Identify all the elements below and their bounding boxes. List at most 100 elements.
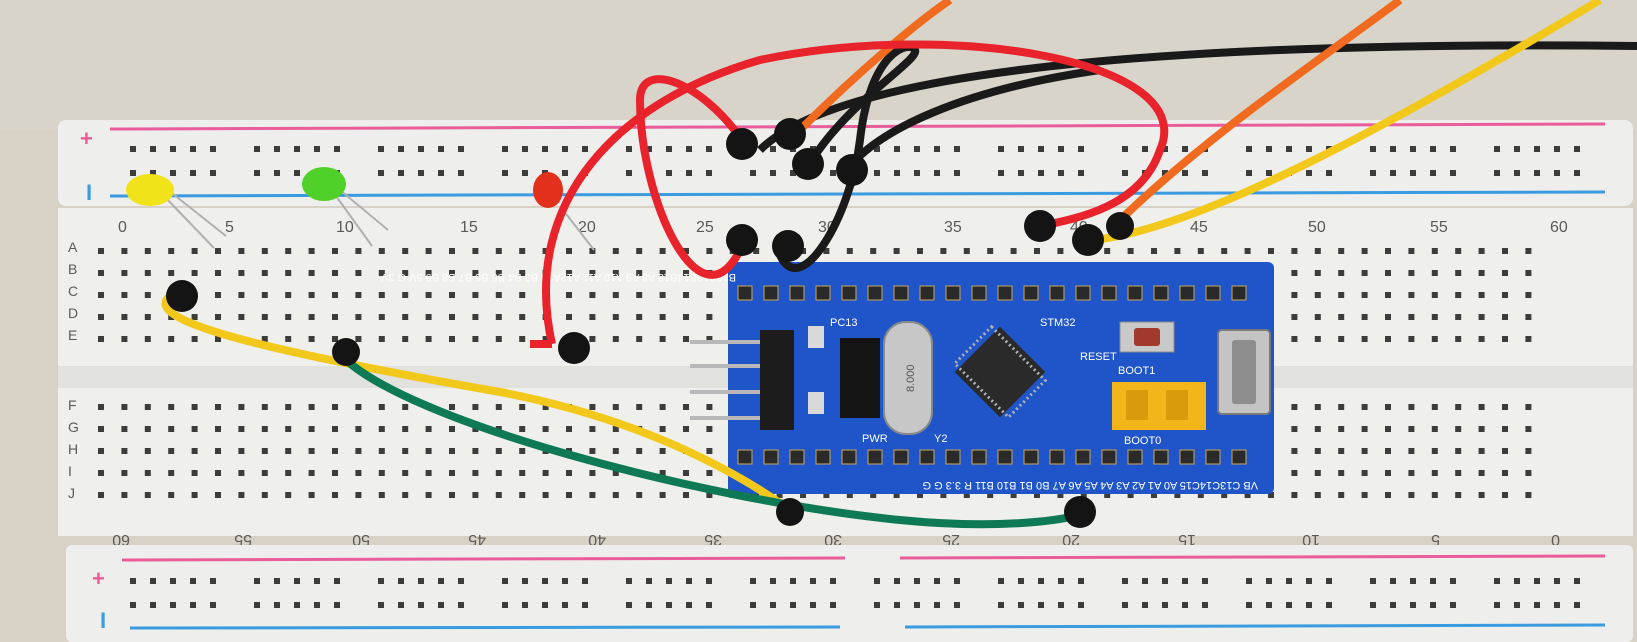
terminal-hole bbox=[355, 470, 362, 476]
terminal-hole bbox=[98, 426, 104, 432]
terminal-hole bbox=[144, 404, 151, 410]
terminal-hole bbox=[472, 336, 479, 342]
rail-hole bbox=[210, 602, 216, 608]
board-header-top bbox=[737, 285, 1247, 301]
terminal-hole bbox=[1314, 492, 1321, 498]
col-num-top-45: 45 bbox=[1190, 219, 1208, 236]
terminal-hole bbox=[285, 248, 292, 254]
header-pin bbox=[1075, 449, 1091, 465]
rail-hole bbox=[150, 578, 156, 584]
terminal-hole bbox=[1478, 426, 1485, 432]
col-num-bottom-40: 40 bbox=[588, 531, 606, 548]
rail-hole bbox=[686, 170, 692, 176]
rail-hole bbox=[314, 146, 320, 152]
rail-hole bbox=[1514, 602, 1520, 608]
terminal-hole bbox=[612, 336, 619, 342]
terminal-hole bbox=[308, 404, 315, 410]
terminal-hole bbox=[1314, 336, 1321, 342]
terminal-hole bbox=[1478, 448, 1485, 454]
terminal-hole bbox=[1291, 336, 1298, 342]
rail-hole bbox=[294, 170, 300, 176]
terminal-hole bbox=[1525, 470, 1532, 476]
col-num-top-5: 5 bbox=[225, 219, 234, 236]
rail-hole bbox=[502, 602, 508, 608]
rail-hole bbox=[582, 602, 588, 608]
terminal-hole bbox=[987, 492, 994, 498]
rail-hole bbox=[934, 578, 940, 584]
terminal-hole bbox=[121, 270, 128, 276]
terminal-hole bbox=[191, 426, 198, 432]
rail-hole bbox=[150, 170, 156, 176]
rail-hole bbox=[1430, 578, 1436, 584]
rail-hole bbox=[646, 146, 652, 152]
terminal-hole bbox=[1455, 270, 1462, 276]
terminal-hole bbox=[1268, 248, 1274, 254]
terminal-hole bbox=[495, 270, 502, 276]
terminal-hole bbox=[870, 248, 877, 254]
rail-hole bbox=[398, 602, 404, 608]
terminal-hole bbox=[378, 426, 385, 432]
terminal-hole bbox=[402, 314, 409, 320]
terminal-hole bbox=[1338, 426, 1345, 432]
rail-hole bbox=[1266, 602, 1272, 608]
label-boot0: BOOT0 bbox=[1124, 435, 1161, 447]
rail-hole bbox=[830, 146, 836, 152]
rail-hole bbox=[1514, 146, 1520, 152]
rail-hole bbox=[1534, 578, 1540, 584]
terminal-hole bbox=[144, 336, 151, 342]
terminal-hole bbox=[1127, 248, 1134, 254]
terminal-hole bbox=[893, 248, 900, 254]
plug-11 bbox=[332, 338, 360, 366]
terminal-hole bbox=[121, 404, 128, 410]
terminal-hole bbox=[378, 270, 385, 276]
terminal-hole bbox=[519, 248, 526, 254]
bottom-rail-holes bbox=[130, 578, 1580, 608]
terminal-hole bbox=[215, 448, 221, 454]
plug-6 bbox=[772, 230, 804, 262]
rail-hole bbox=[894, 170, 900, 176]
terminal-hole bbox=[402, 336, 409, 342]
header-pin bbox=[893, 285, 909, 301]
rail-hole bbox=[1306, 578, 1312, 584]
terminal-hole bbox=[1221, 492, 1228, 498]
terminal-hole bbox=[144, 314, 151, 320]
rail-hole bbox=[274, 578, 280, 584]
boot-jumper-1[interactable] bbox=[1126, 390, 1148, 420]
rail-hole bbox=[130, 170, 136, 176]
plug-4 bbox=[836, 154, 868, 186]
rail-hole bbox=[522, 578, 528, 584]
terminal-hole bbox=[1151, 492, 1157, 498]
rail-hole bbox=[1554, 602, 1560, 608]
terminal-hole bbox=[1314, 270, 1321, 276]
rail-hole bbox=[210, 146, 216, 152]
rail-hole bbox=[438, 602, 444, 608]
rail-hole bbox=[1534, 146, 1540, 152]
terminal-hole bbox=[566, 270, 572, 276]
col-num-top-60: 60 bbox=[1550, 219, 1568, 236]
header-pin bbox=[1101, 449, 1117, 465]
terminal-hole bbox=[191, 270, 198, 276]
rail-hole bbox=[274, 170, 280, 176]
terminal-hole bbox=[1502, 336, 1508, 342]
terminal-hole bbox=[402, 270, 409, 276]
rail-hole bbox=[1494, 146, 1500, 152]
header-pin bbox=[919, 449, 935, 465]
terminal-hole bbox=[449, 448, 455, 454]
terminal-hole bbox=[191, 492, 198, 498]
rail-hole bbox=[790, 578, 796, 584]
header-pin bbox=[1179, 449, 1195, 465]
terminal-hole bbox=[1525, 270, 1532, 276]
reset-button[interactable] bbox=[1134, 328, 1160, 346]
terminal-hole bbox=[1455, 248, 1462, 254]
terminal-hole bbox=[1127, 492, 1134, 498]
boot-jumper-0[interactable] bbox=[1166, 390, 1188, 420]
header-pin bbox=[1231, 285, 1247, 301]
terminal-hole bbox=[1268, 492, 1274, 498]
rail-hole bbox=[150, 602, 156, 608]
rail-hole bbox=[502, 170, 508, 176]
terminal-hole bbox=[1034, 248, 1040, 254]
rail-hole bbox=[378, 146, 384, 152]
terminal-hole bbox=[168, 448, 175, 454]
rail-hole bbox=[170, 146, 176, 152]
terminal-hole bbox=[636, 248, 643, 254]
